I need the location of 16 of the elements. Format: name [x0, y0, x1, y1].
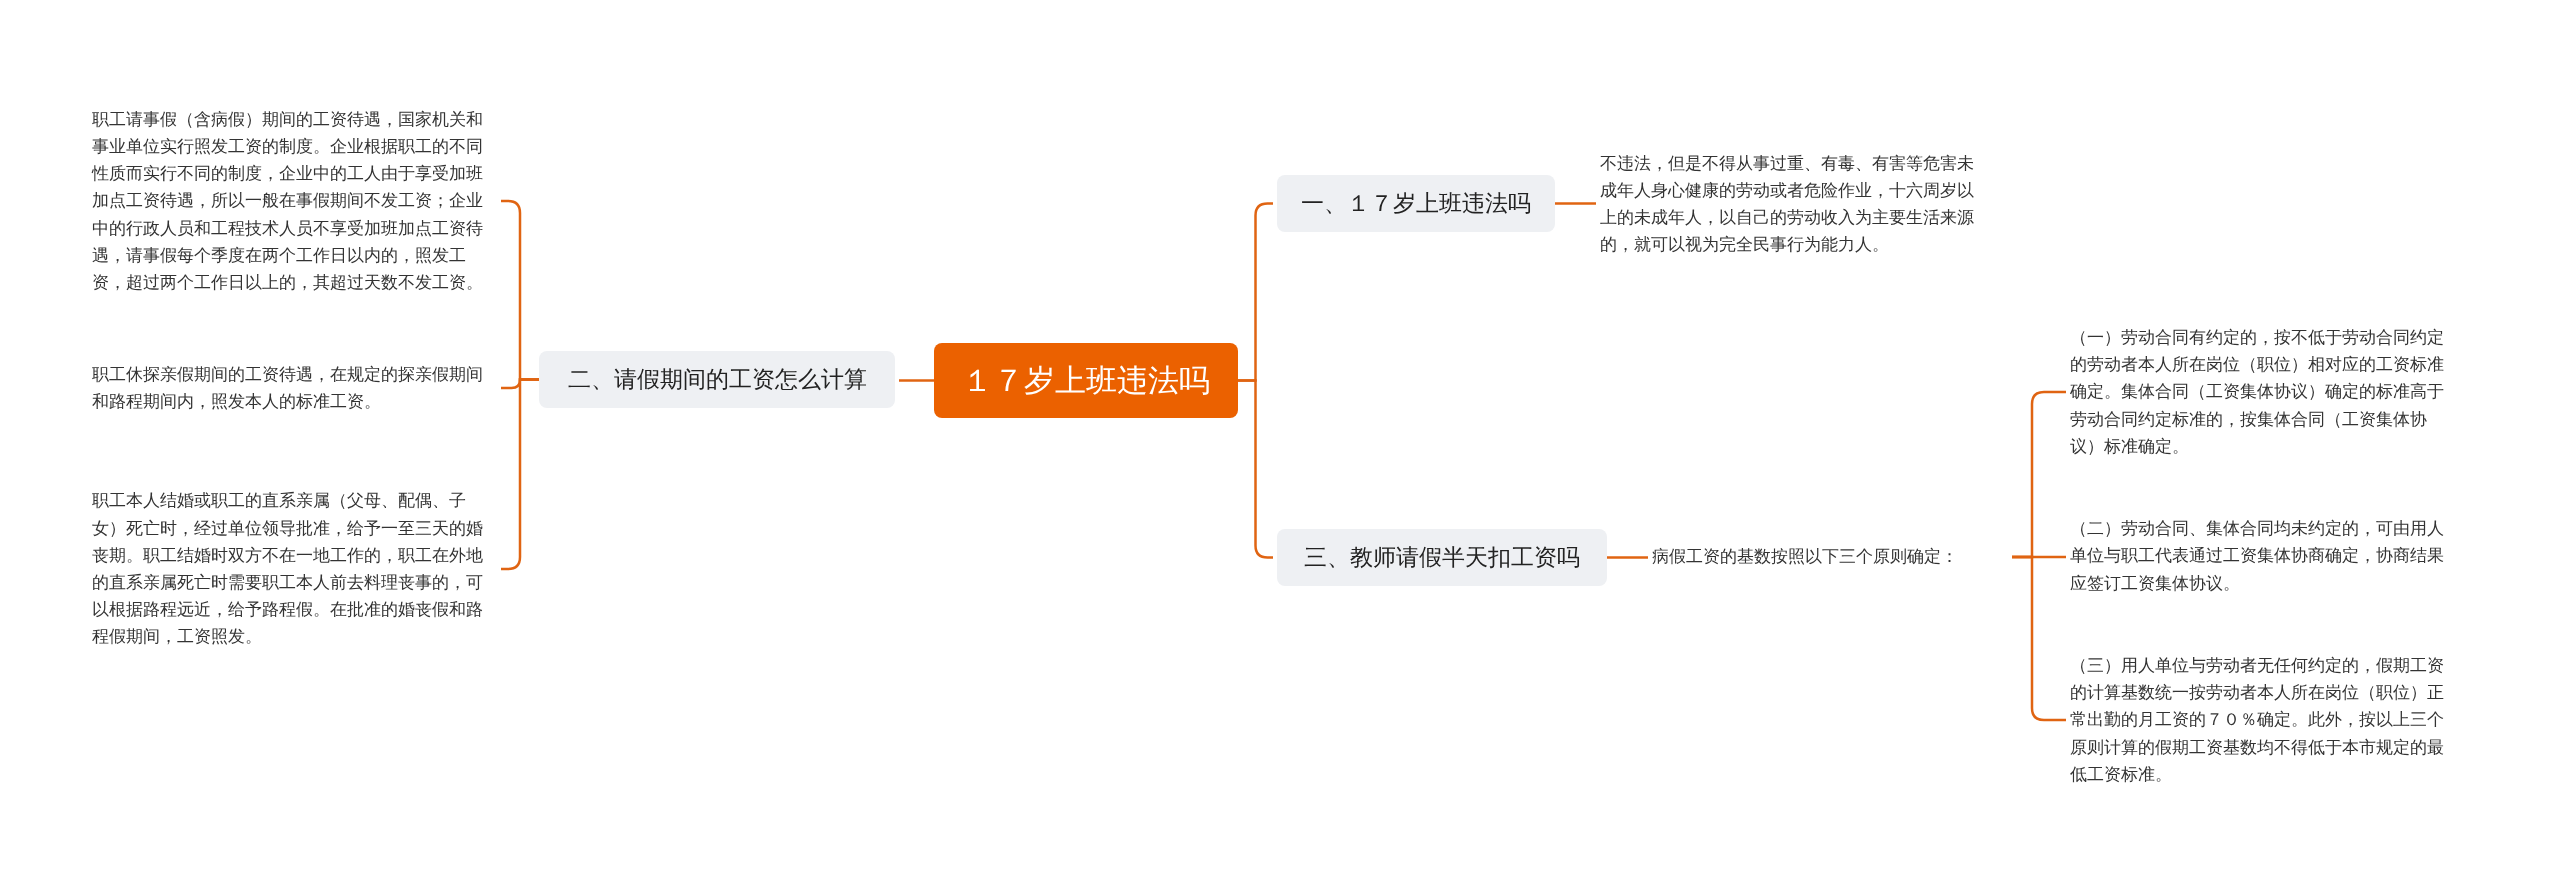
- note-text: （三）用人单位与劳动者无任何约定的，假期工资的计算基数统一按劳动者本人所在岗位（职位）正常出勤的月工资的７０％确定。此外，按以上三个原则计算的假期工资基数均不得低于本市规定的最低工资标准。: [2070, 650, 2455, 790]
- connector-line: [1607, 556, 1648, 559]
- note-text: 职工请事假（含病假）期间的工资待遇，国家机关和事业单位实行照发工资的制度。企业根据职工的不同性质而实行不同的制度，企业中的工人由于享受加班加点工资待遇，所以一般在事假期间不发工资；企业中的行政人员和工程技术人员不享受加班加点工资待遇，请事假每个季度在两个工作日以内的，照发工资，超过两个工作日以上的，其超过天数不发工资。: [92, 90, 497, 312]
- connector-line: [2012, 555, 2066, 722]
- note-text: 不违法，但是不得从事过重、有毒、有害等危害未成年人身心健康的劳动或者危险作业，十六周岁以上的未成年人，以自己的劳动收入为主要生活来源的，就可以视为完全民事行为能力人。: [1600, 134, 1980, 274]
- topic-box: 三、教师请假半天扣工资吗: [1277, 529, 1607, 586]
- central-topic: １７岁上班违法吗: [934, 343, 1238, 418]
- topic-box: 一、１７岁上班违法吗: [1277, 175, 1555, 232]
- note-text: （二）劳动合同、集体合同均未约定的，可由用人单位与职工代表通过工资集体协商确定，协商结果应签订工资集体协议。: [2070, 514, 2455, 598]
- note-text: 职工休探亲假期间的工资待遇，在规定的探亲假期间和路程期间内，照发本人的标准工资。: [92, 358, 497, 418]
- note-text: （一）劳动合同有约定的，按不低于劳动合同约定的劳动者本人所在岗位（职位）相对应的工资标准确定。集体合同（工资集体协议）确定的标准高于劳动合同约定标准的，按集体合同（工资集体协议）标准确定。: [2070, 322, 2455, 462]
- connector-line: [899, 379, 934, 382]
- topic-box: 二、请假期间的工资怎么计算: [539, 351, 895, 408]
- note-text: 职工本人结婚或职工的直系亲属（父母、配偶、子女）死亡时，经过单位领导批准，给予一至三天的婚丧期。职工结婚时双方不在一地工作的，职工在外地的直系亲属死亡时需要职工本人前去料理丧事的，可以根据路程远近，给予路程假。在批准的婚丧假和路程假期间，工资照发。: [92, 472, 497, 666]
- connector-line: [1555, 202, 1596, 205]
- note-text: 病假工资的基数按照以下三个原则确定：: [1652, 540, 2012, 574]
